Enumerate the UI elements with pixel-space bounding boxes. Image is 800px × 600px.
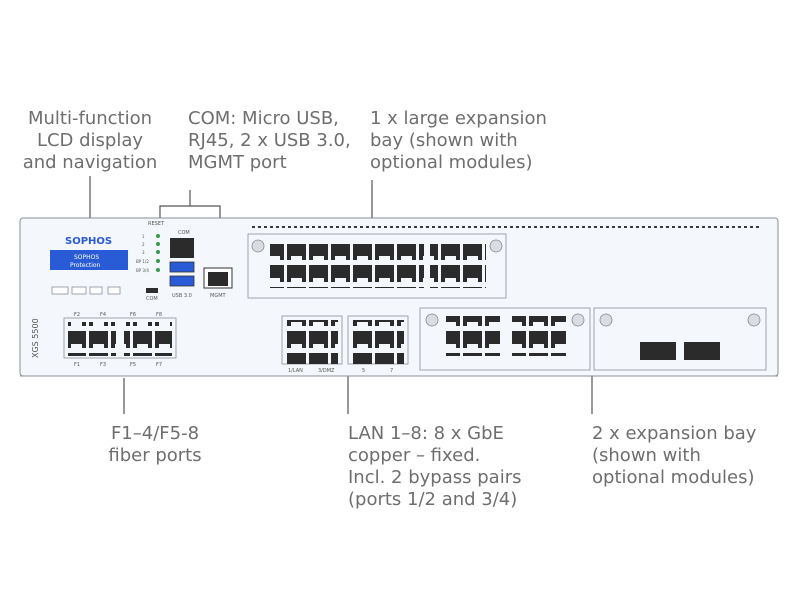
callout-expansion-bay: 2 x expansion bay (shown with optional m… <box>592 423 756 489</box>
callout-expansion-bay-line: (shown with <box>592 445 701 466</box>
expansion-sfp-ports[interactable] <box>512 316 566 356</box>
callout-fiber-line: F1–4/F5-8 <box>110 423 200 444</box>
mgmt-port[interactable] <box>208 272 228 286</box>
mgmt-label: MGMT <box>210 293 227 299</box>
module-rj45-ports[interactable] <box>430 244 486 288</box>
lan-label: 5 <box>362 368 365 374</box>
led-label: BP 3/4 <box>136 268 149 273</box>
fiber-label: F6 <box>130 312 136 318</box>
fiber-label: F3 <box>100 362 106 368</box>
callout-expansion-large-line: optional modules) <box>370 152 533 173</box>
callout-lcd-line: LCD display <box>36 130 144 151</box>
lan-label: 3/DMZ <box>318 368 335 374</box>
callout-expansion-bay-line: 2 x expansion bay <box>592 423 757 444</box>
callout-expansion-large: 1 x large expansion bay (shown with opti… <box>370 108 547 174</box>
thumbscrew-icon <box>425 313 439 327</box>
status-led <box>156 259 160 263</box>
thumbscrew-icon <box>599 313 613 327</box>
usb-port[interactable] <box>169 261 195 273</box>
fiber-label: F7 <box>156 362 162 368</box>
com-rj45-port[interactable] <box>170 238 194 258</box>
thumbscrew-icon <box>571 313 585 327</box>
callout-com-line: COM: Micro USB, <box>188 108 339 129</box>
nav-button[interactable] <box>89 286 103 295</box>
callout-lcd-line: Multi-function <box>27 108 153 129</box>
lan-ports[interactable] <box>281 315 409 365</box>
fiber-ports[interactable] <box>63 317 177 359</box>
led-label: 2 <box>142 242 145 247</box>
callout-expansion-bay-line: optional modules) <box>592 467 755 488</box>
callout-lan-line: copper – fixed. <box>348 445 481 466</box>
model-label: XGS 5500 <box>31 318 40 358</box>
usb-label: USB 3.0 <box>172 293 192 299</box>
nav-button[interactable] <box>71 286 87 295</box>
module-rj45-ports[interactable] <box>270 244 424 288</box>
lan-label: 7 <box>390 368 393 374</box>
status-leds <box>156 234 160 272</box>
callout-lan-line: Incl. 2 bypass pairs <box>348 467 522 488</box>
callout-lcd-line: and navigation <box>22 152 158 173</box>
status-led <box>156 250 160 254</box>
com-label: COM <box>178 230 190 236</box>
com-port-label: COM <box>146 296 158 302</box>
thumbscrew-icon <box>747 313 761 327</box>
fiber-label: F2 <box>74 312 80 318</box>
fiber-label: F4 <box>100 312 106 318</box>
thumbscrew-icon <box>489 239 503 253</box>
lan-label: 1/LAN <box>288 368 303 374</box>
lcd-display <box>50 250 128 270</box>
reset-label: RESET <box>148 221 165 227</box>
nav-buttons[interactable] <box>51 286 121 295</box>
callout-expansion-large-line: 1 x large expansion <box>370 108 547 129</box>
callout-fiber: F1–4/F5-8 fiber ports <box>68 423 242 467</box>
callout-lan: LAN 1–8: 8 x GbE copper – fixed. Incl. 2… <box>348 423 521 511</box>
callout-expansion-large-line: bay (shown with <box>370 130 518 151</box>
status-led <box>156 234 160 238</box>
fiber-label: F5 <box>130 362 136 368</box>
micro-usb-port[interactable] <box>146 288 158 293</box>
callout-lan-line: LAN 1–8: 8 x GbE <box>348 423 504 444</box>
callout-lan-line: (ports 1/2 and 3/4) <box>348 489 518 510</box>
callout-lcd: Multi-function LCD display and navigatio… <box>8 108 172 174</box>
fiber-label: F1 <box>74 362 80 368</box>
brand-logo: SOPHOS <box>65 236 112 247</box>
callout-com-line: MGMT port <box>188 152 287 173</box>
callout-com-line: RJ45, 2 x USB 3.0, <box>188 130 351 151</box>
fiber-label: F8 <box>156 312 162 318</box>
led-label: 1 <box>142 234 145 239</box>
usb-port[interactable] <box>169 275 195 287</box>
led-label: BP 1/2 <box>136 259 149 264</box>
expansion-bay-2 <box>593 307 767 371</box>
callout-com: COM: Micro USB, RJ45, 2 x USB 3.0, MGMT … <box>188 108 351 174</box>
vent-row <box>250 226 762 228</box>
callout-fiber-line: fiber ports <box>108 445 202 466</box>
lcd-line-1: SOPHOS <box>74 254 99 261</box>
qsfp-port[interactable] <box>684 342 720 360</box>
nav-button[interactable] <box>107 286 121 295</box>
thumbscrew-icon <box>251 239 265 253</box>
led-label: 3 <box>142 250 145 255</box>
expansion-sfp-ports[interactable] <box>446 316 500 356</box>
nav-button[interactable] <box>51 286 69 295</box>
status-led <box>156 242 160 246</box>
status-led <box>156 268 160 272</box>
qsfp-port[interactable] <box>640 342 676 360</box>
lcd-line-2: Protection <box>70 262 101 269</box>
